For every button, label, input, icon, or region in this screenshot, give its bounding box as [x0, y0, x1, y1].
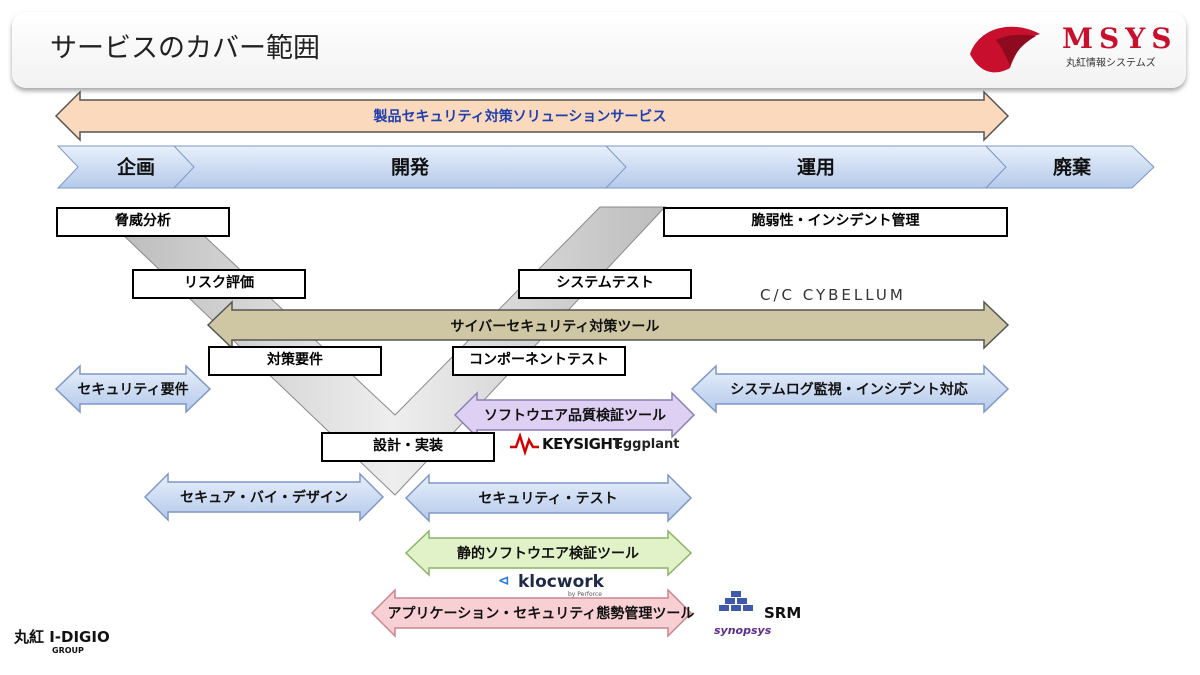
security-test-label: セキュリティ・テスト: [478, 491, 618, 507]
security-req-label: セキュリティ要件: [77, 382, 189, 398]
phase-chevron-disposal: [984, 145, 1155, 189]
phase-ops-label: 運用: [796, 156, 836, 179]
phase-disposal-label: 廃棄: [1052, 156, 1092, 179]
box-component-test: コンポーネントテスト: [452, 346, 626, 376]
top-solution-label: 製品セキュリティ対策ソリューションサービス: [373, 109, 667, 125]
phase-plan-label: 企画: [116, 156, 156, 179]
synopsys-logo-text: synopsys: [714, 624, 772, 637]
synopsys-logo-icon: [719, 591, 753, 611]
security-test-arrow: [404, 473, 693, 523]
klocwork-logo: klocwork: [518, 572, 604, 592]
app-security-arrow: [370, 588, 693, 638]
secure-design-label: セキュア・バイ・デザイン: [180, 490, 348, 506]
syslog-label: システムログ監視・インシデント対応: [730, 382, 968, 398]
box-system-test: システムテスト: [518, 269, 692, 299]
sw-quality-label: ソフトウエア品質検証ツール: [484, 408, 666, 424]
box-countermeasure-req: 対策要件: [208, 346, 382, 376]
group-logo: 丸紅 I-DIGIO: [14, 628, 110, 646]
eggplant-logo: Eggplant: [614, 437, 680, 452]
box-threat-analysis: 脅威分析: [56, 207, 230, 237]
static-sw-label: 静的ソフトウエア検証ツール: [457, 546, 639, 562]
keysight-wave-icon: [510, 432, 539, 457]
static-sw-arrow: [404, 529, 693, 577]
box-design-impl: 設計・実装: [321, 432, 495, 462]
klocwork-sub: by Perforce: [568, 591, 602, 598]
cyber-tool-arrow: [206, 300, 1010, 350]
syslog-arrow: [690, 364, 1010, 414]
klocwork-logo-icon: ⊲: [498, 573, 510, 589]
group-logo-sub: GROUP: [52, 646, 84, 655]
top-solution-arrow: [54, 90, 1010, 142]
cyber-tool-label: サイバーセキュリティ対策ツール: [450, 319, 660, 335]
page-title: サービスのカバー範囲: [50, 33, 320, 64]
msys-logo-subtitle: 丸紅情報システムズ: [1066, 58, 1156, 69]
msys-logo-icon: [970, 26, 1040, 73]
cybellum-logo: C/C CYBELLUM: [760, 286, 906, 304]
secure-design-arrow: [143, 472, 385, 522]
box-vuln-incident-mgmt: 脆弱性・インシデント管理: [663, 207, 1008, 237]
phase-dev-label: 開発: [390, 156, 430, 179]
app-security-label: アプリケーション・セキュリティ態勢管理ツール: [387, 606, 695, 622]
security-req-arrow: [54, 364, 212, 414]
keysight-logo: KEYSIGHT: [542, 435, 623, 453]
box-risk-assessment: リスク評価: [132, 269, 306, 299]
srm-label: SRM: [764, 604, 802, 622]
msys-logo-text: MSYS: [1062, 22, 1178, 55]
